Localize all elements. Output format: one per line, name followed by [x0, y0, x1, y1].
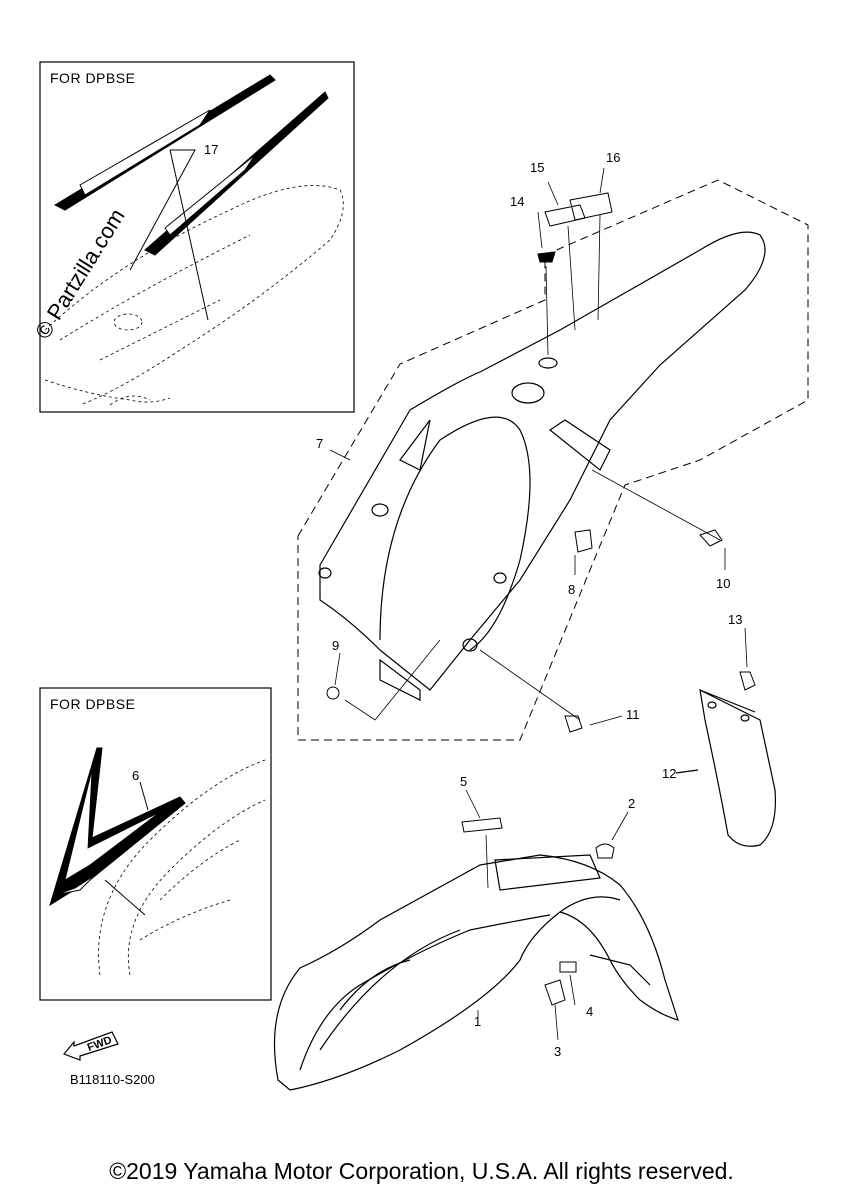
callout-12: 12 — [662, 766, 676, 781]
decal-17 — [53, 74, 329, 256]
copyright: ©2019 Yamaha Motor Corporation, U.S.A. A… — [109, 1158, 734, 1184]
callout-2: 2 — [628, 796, 635, 811]
callout-labels: 1 2 3 4 5 6 7 8 9 10 11 12 13 14 15 16 1… — [132, 142, 742, 1059]
inset-bottom-title: FOR DPBSE — [50, 696, 136, 712]
callout-16: 16 — [606, 150, 620, 165]
inset-box-bottom — [39, 687, 272, 1001]
callout-10: 10 — [716, 576, 730, 591]
callout-7: 7 — [316, 436, 323, 451]
part-10-bolt — [699, 529, 723, 547]
callout-15: 15 — [530, 160, 544, 175]
decal-6 — [49, 747, 186, 907]
part-16-pad — [569, 192, 613, 221]
callout-3: 3 — [554, 1044, 561, 1059]
callout-4: 4 — [586, 1004, 593, 1019]
callout-1: 1 — [474, 1014, 481, 1029]
part-1-front-fender — [273, 854, 679, 1091]
diagram-code: B118110-S200 — [70, 1072, 155, 1087]
part-12-mud-flap — [675, 688, 777, 847]
part-11-bolt — [564, 715, 583, 733]
group-7-dashed-outline — [297, 179, 809, 741]
leader-lines — [329, 167, 748, 726]
callout-9: 9 — [332, 638, 339, 653]
part-8-nut — [574, 529, 593, 553]
callout-8: 8 — [568, 582, 575, 597]
fwd-arrow-icon: FWD — [62, 1028, 122, 1067]
callout-17: 17 — [204, 142, 218, 157]
callout-13: 13 — [728, 612, 742, 627]
callout-11: 11 — [626, 707, 640, 722]
part-4-washer — [559, 961, 577, 973]
callout-14: 14 — [510, 194, 524, 209]
part-2-grommet — [595, 843, 615, 859]
part-14-clip — [537, 251, 556, 263]
part-3-bolt — [544, 979, 566, 1006]
inset-box-top — [39, 61, 355, 413]
callout-5: 5 — [460, 774, 467, 789]
fwd-label: FWD — [86, 1034, 114, 1054]
part-5-label — [461, 817, 503, 833]
leader-lines-front — [465, 789, 629, 1041]
part-13-screw — [739, 671, 756, 691]
callout-6: 6 — [132, 768, 139, 783]
part-15-pad — [544, 204, 586, 227]
inset-top-title: FOR DPBSE — [50, 70, 136, 86]
part-9-washer — [326, 686, 340, 700]
part-7-rear-fender — [318, 231, 766, 701]
inset-bottom-fender-outline — [98, 759, 266, 976]
